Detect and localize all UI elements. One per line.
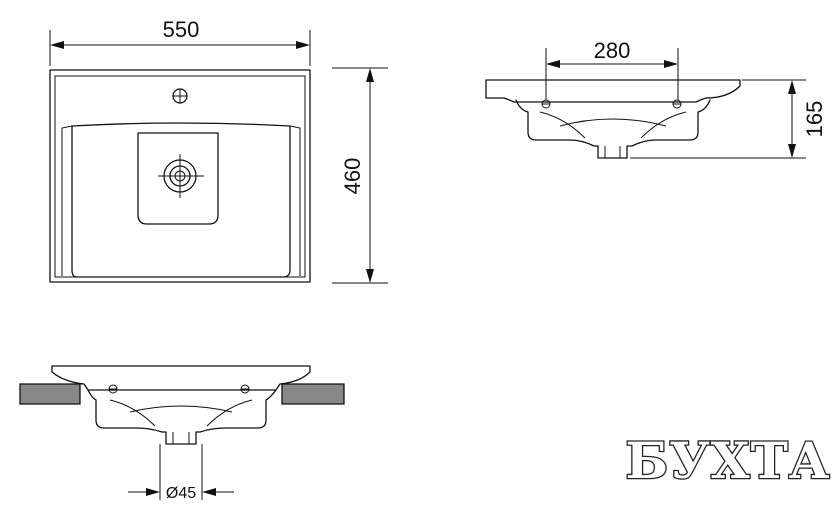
dimension-label-diameter-45: Ø45: [166, 485, 196, 502]
front-view: 280 165: [485, 38, 827, 159]
dimension-width-280: 280: [545, 38, 679, 100]
dimension-label-165: 165: [802, 101, 827, 138]
dimension-drain-45: Ø45: [128, 444, 234, 502]
dimension-label-280: 280: [594, 38, 631, 63]
tap-hole-symbol: [172, 88, 188, 104]
brand-logo: БУХТА: [625, 431, 830, 490]
dimension-depth-460: 460: [332, 67, 388, 284]
top-view: 550 460: [49, 17, 388, 284]
counter-left: [19, 383, 81, 405]
drain-symbol: [158, 154, 204, 198]
dimension-label-460: 460: [340, 158, 365, 195]
installed-view: Ø45: [19, 365, 345, 502]
counter-right: [281, 383, 345, 405]
dimension-height-165: 165: [630, 79, 827, 159]
dimension-width-550: 550: [49, 17, 311, 66]
dimension-label-550: 550: [163, 17, 200, 42]
